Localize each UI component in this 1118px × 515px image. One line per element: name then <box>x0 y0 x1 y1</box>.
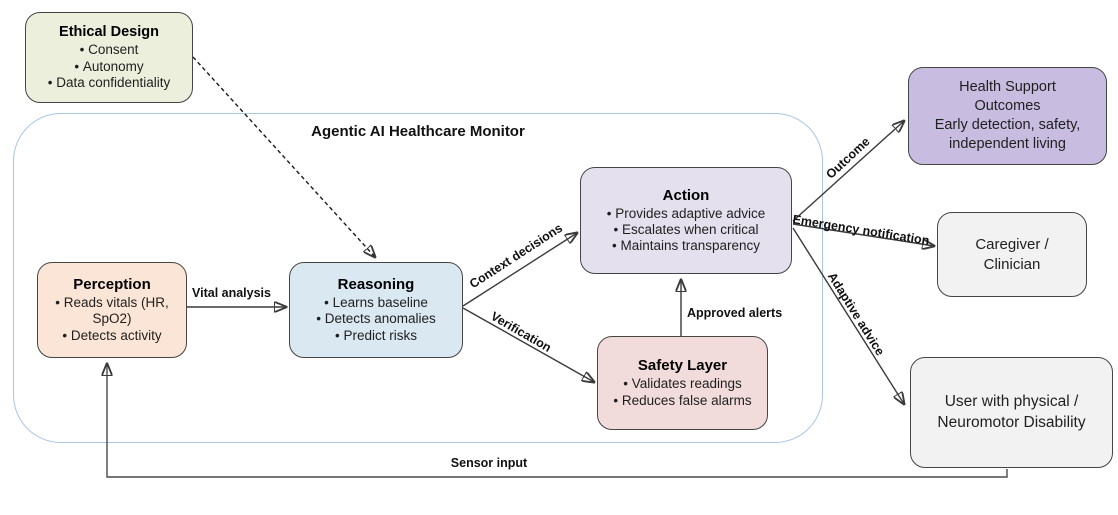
edge-label-vital-analysis: Vital analysis <box>192 286 271 300</box>
user-disability-box: User with physical / Neuromotor Disabili… <box>910 357 1113 468</box>
reasoning-item-baseline: Learns baseline <box>324 295 428 311</box>
action-title: Action <box>662 186 710 204</box>
reasoning-item-risks: Predict risks <box>335 328 417 344</box>
caregiver-clinician-box: Caregiver / Clinician <box>937 212 1087 297</box>
edge-label-sensor-input: Sensor input <box>450 456 528 470</box>
safety-layer-title: Safety Layer <box>637 357 728 375</box>
edge-label-adaptive-advice: Adaptive advice <box>824 269 888 359</box>
caregiver-clinician-text: Caregiver / Clinician <box>975 235 1049 273</box>
health-support-outcomes-text: Health Support Outcomes Early detection,… <box>934 78 1081 153</box>
edge-label-outcome: Outcome <box>823 134 873 182</box>
reasoning-title: Reasoning <box>337 276 415 294</box>
ethical-design-title: Ethical Design <box>59 24 159 41</box>
user-disability-text: User with physical / Neuromotor Disabili… <box>937 393 1086 431</box>
reasoning-box: Reasoning Learns baseline Detects anomal… <box>289 262 463 358</box>
edge-label-approved-alerts: Approved alerts <box>687 306 783 320</box>
action-box: Action Provides adaptive advice Escalate… <box>580 167 792 274</box>
action-item-escalates: Escalates when critical <box>613 222 759 238</box>
perception-title: Perception <box>73 276 151 294</box>
perception-item-vitals: Reads vitals (HR, SpO2) <box>44 295 180 327</box>
safety-item-reduces: Reduces false alarms <box>613 393 752 409</box>
ethical-item-consent: Consent <box>80 42 138 58</box>
perception-item-activity: Detects activity <box>62 328 162 344</box>
container-title: Agentic AI Healthcare Monitor <box>311 123 525 140</box>
ethical-design-box: Ethical Design Consent Autonomy Data con… <box>25 12 193 103</box>
action-item-transparency: Maintains transparency <box>612 238 760 254</box>
ethical-item-autonomy: Autonomy <box>74 59 144 75</box>
perception-box: Perception Reads vitals (HR, SpO2) Detec… <box>37 262 187 358</box>
reasoning-item-anomalies: Detects anomalies <box>316 311 436 327</box>
ethical-item-confidentiality: Data confidentiality <box>48 75 170 91</box>
health-support-outcomes-box: Health Support Outcomes Early detection,… <box>908 67 1107 165</box>
safety-item-validates: Validates readings <box>623 376 742 392</box>
action-item-advice: Provides adaptive advice <box>607 206 765 222</box>
safety-layer-box: Safety Layer Validates readings Reduces … <box>597 336 768 430</box>
